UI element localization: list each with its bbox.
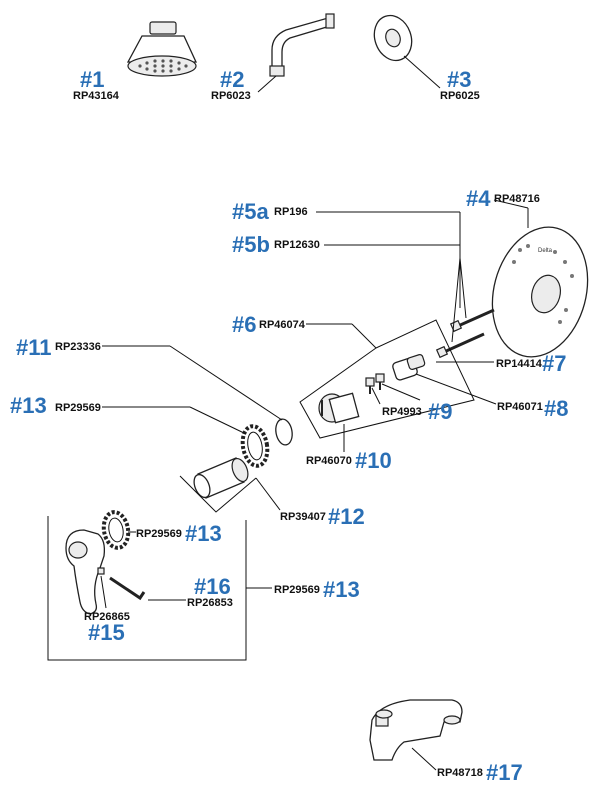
splined-ring-lower-illustration <box>101 510 131 550</box>
part-number-1: RP43164 <box>73 90 120 102</box>
part-number-10: RP46070 <box>306 455 352 467</box>
part-number-7: RP14414 <box>496 358 543 370</box>
part-number-13-upper: RP29569 <box>55 402 101 414</box>
screw-5a-illustration <box>449 308 495 333</box>
part-number-2: RP6023 <box>211 90 251 102</box>
callout-number-8: #8 <box>544 396 568 421</box>
part-number-16: RP26853 <box>187 597 233 609</box>
splined-ring-upper-illustration <box>240 424 270 468</box>
shower-head-illustration <box>126 21 198 77</box>
callout-number-7: #7 <box>542 351 566 376</box>
callout-number-12: #12 <box>328 504 365 529</box>
set-screw-illustration <box>97 567 105 575</box>
callout-number-5a: #5a <box>232 199 269 224</box>
callout-number-13-upper: #13 <box>10 393 47 418</box>
part-number-14: RP29569 <box>274 584 320 596</box>
callout-number-14: #13 <box>323 577 360 602</box>
callout-number-3: #3 <box>447 67 471 92</box>
callout-number-16: #16 <box>194 574 231 599</box>
part-number-9: RP4993 <box>382 406 422 418</box>
part-number-3: RP6025 <box>440 90 480 102</box>
stop-body-illustration <box>392 354 426 381</box>
callout-number-1: #1 <box>80 67 104 92</box>
callout-number-11: #11 <box>16 335 52 360</box>
part-number-5b: RP12630 <box>274 239 320 251</box>
part-number-6: RP46074 <box>259 319 306 331</box>
sleeve-illustration <box>193 457 249 499</box>
part-number-4: RP48716 <box>494 193 540 205</box>
part-number-12: RP39407 <box>280 511 326 523</box>
callout-number-15: #15 <box>88 620 125 645</box>
part-number-5a: RP196 <box>274 206 308 218</box>
allen-wrench-illustration <box>109 576 146 601</box>
escutcheon-plate-illustration: Delta <box>491 226 589 358</box>
part-number-15: RP26865 <box>84 611 130 623</box>
callout-number-2: #2 <box>220 67 244 92</box>
callout-number-5b: #5b <box>232 232 270 257</box>
shower-arm-illustration <box>269 13 335 77</box>
tub-spout-illustration <box>369 699 463 761</box>
part-number-8: RP46071 <box>497 401 543 413</box>
callout-number-13-lower: #13 <box>185 521 222 546</box>
callout-number-9: #9 <box>428 399 452 424</box>
part-number-17: RP48718 <box>437 767 483 779</box>
flange-illustration <box>373 14 413 62</box>
callout-number-4: #4 <box>466 186 491 211</box>
lever-handle-illustration <box>65 529 106 615</box>
callout-number-10: #10 <box>355 448 392 473</box>
part-number-11: RP23336 <box>55 341 101 353</box>
screws-9-illustration <box>365 373 385 394</box>
callout-number-6: #6 <box>232 312 256 337</box>
callout-number-17: #17 <box>486 760 523 785</box>
escutcheon-logo: Delta <box>538 248 553 254</box>
screw-5b-illustration <box>435 332 485 359</box>
o-ring-illustration <box>275 418 293 446</box>
cartridge-illustration <box>318 392 360 424</box>
part-number-13-lower: RP29569 <box>136 528 182 540</box>
